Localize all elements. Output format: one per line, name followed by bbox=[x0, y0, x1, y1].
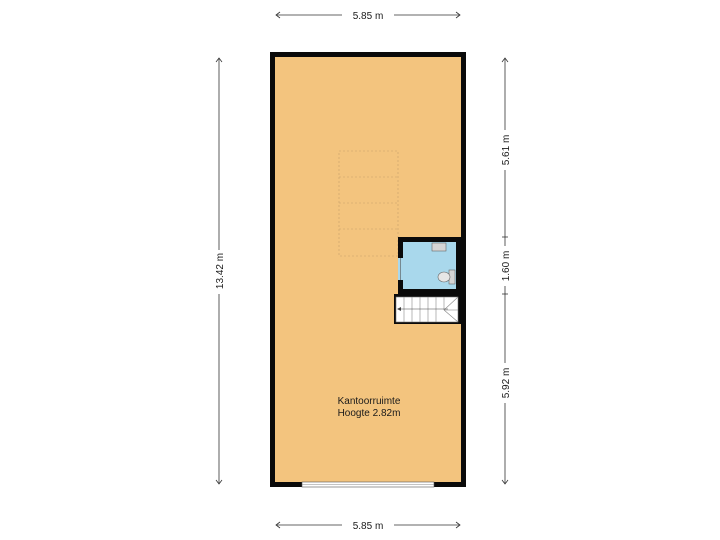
dimension-left-label: 13.42 m bbox=[215, 253, 226, 289]
dimension-bottom: 5.85 m bbox=[275, 518, 461, 532]
toilet-room bbox=[398, 237, 461, 294]
dimension-right-middle-label: 1.60 m bbox=[501, 251, 512, 282]
dimension-bottom-label: 5.85 m bbox=[353, 521, 384, 532]
stair-outline-dashed bbox=[338, 150, 399, 257]
dimension-left: 13.42 m bbox=[212, 57, 226, 485]
room-height-label: Hoogte 2.82m bbox=[338, 408, 401, 419]
staircase bbox=[394, 294, 461, 324]
dimension-top-label: 5.85 m bbox=[353, 11, 384, 22]
dimension-right: 5.61 m 1.60 m 5.92 m bbox=[498, 57, 512, 485]
dimension-right-upper-label: 5.61 m bbox=[501, 135, 512, 166]
toilet-icon bbox=[437, 269, 456, 285]
dimension-top: 5.85 m bbox=[275, 8, 461, 22]
toilet-floor bbox=[403, 242, 456, 289]
sink-icon bbox=[431, 242, 447, 252]
facade-window bbox=[301, 481, 435, 488]
dimension-right-lower-label: 5.92 m bbox=[501, 368, 512, 399]
room-name-label: Kantoorruimte bbox=[338, 396, 401, 407]
stair-direction-arrow-icon bbox=[397, 307, 401, 311]
outer-walls bbox=[270, 52, 466, 487]
